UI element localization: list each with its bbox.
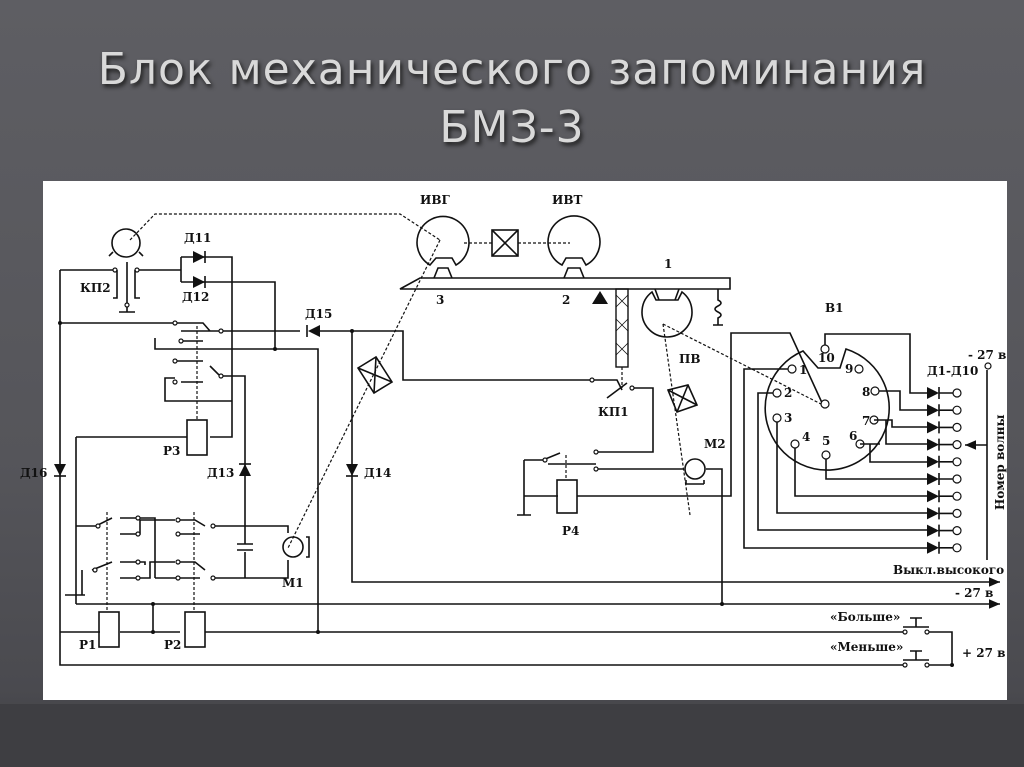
label-minus27: - 27 в bbox=[955, 586, 993, 600]
label-p4: Р4 bbox=[562, 524, 579, 538]
label-b1: В1 bbox=[825, 301, 844, 315]
diode-icon bbox=[927, 541, 939, 554]
label-d13: Д13 bbox=[207, 466, 234, 480]
motor-m2-icon bbox=[684, 458, 706, 485]
label-lever-2: 2 bbox=[562, 293, 570, 307]
label-less: «Меньше» bbox=[830, 640, 903, 654]
label-plus27: + 27 в bbox=[962, 646, 1005, 660]
button-less[interactable] bbox=[902, 650, 930, 668]
label-minus27-top: - 27 в bbox=[968, 348, 1006, 362]
label-m2: М2 bbox=[704, 437, 726, 451]
coupling-icon bbox=[491, 229, 519, 257]
label-m1: М1 bbox=[282, 576, 304, 590]
switch-position-label: 10 bbox=[818, 351, 835, 365]
label-high-off: Выкл.высокого bbox=[893, 563, 1004, 577]
button-more[interactable] bbox=[902, 617, 930, 635]
label-d16: Д16 bbox=[20, 466, 47, 480]
relay-p3 bbox=[186, 419, 208, 456]
diode-d15 bbox=[308, 325, 320, 337]
switch-position-label: 1 bbox=[799, 363, 807, 377]
label-ivg: ИВГ bbox=[420, 193, 450, 207]
diode-array-d1-d10 bbox=[927, 387, 962, 554]
diode-icon bbox=[927, 404, 939, 417]
label-wave-number: Номер волны bbox=[993, 414, 1007, 510]
ivt-cam bbox=[547, 215, 601, 279]
diagram-panel bbox=[43, 181, 1007, 700]
switch-position-label: 9 bbox=[845, 362, 853, 376]
wave-terminal[interactable] bbox=[952, 474, 962, 484]
diode-icon bbox=[927, 507, 939, 520]
relay-p1 bbox=[98, 611, 120, 648]
label-lever-3: 3 bbox=[436, 293, 444, 307]
slide-title: Блок механического запоминания bbox=[97, 44, 927, 95]
label-lever-1: 1 bbox=[664, 257, 672, 271]
pivot-icon bbox=[592, 291, 608, 304]
diode-icon bbox=[927, 473, 939, 485]
lever-bar bbox=[399, 277, 731, 290]
label-d12: Д12 bbox=[182, 290, 209, 304]
label-kp1: КП1 bbox=[598, 405, 629, 419]
wave-terminal[interactable] bbox=[952, 457, 962, 467]
switch-position-label: 7 bbox=[862, 414, 870, 428]
diode-d16 bbox=[54, 464, 66, 476]
label-d15: Д15 bbox=[305, 307, 332, 321]
label-d11: Д11 bbox=[184, 231, 211, 245]
diode-icon bbox=[927, 490, 939, 503]
label-more: «Больше» bbox=[830, 610, 900, 624]
label-d14: Д14 bbox=[364, 466, 391, 480]
coupling-icon bbox=[666, 384, 699, 414]
label-p3: Р3 bbox=[163, 444, 180, 458]
switch-position-label: 4 bbox=[802, 430, 810, 444]
label-kp2: КП2 bbox=[80, 281, 111, 295]
selector-switch-b1[interactable] bbox=[764, 344, 891, 471]
wave-terminal[interactable] bbox=[952, 405, 962, 415]
ivg-cam bbox=[416, 215, 470, 279]
wave-terminal[interactable] bbox=[952, 508, 962, 519]
switch-position-label: 2 bbox=[784, 386, 792, 400]
wave-terminal[interactable] bbox=[952, 422, 962, 432]
wave-terminal[interactable] bbox=[952, 543, 962, 553]
diode-d13 bbox=[239, 464, 251, 476]
switch-position-label: 5 bbox=[822, 434, 830, 448]
diode-d11-d12 bbox=[193, 251, 205, 288]
label-p1: Р1 bbox=[79, 638, 96, 652]
capacitor bbox=[237, 543, 253, 551]
kp2-motor bbox=[108, 228, 144, 313]
switch-position-label: 3 bbox=[784, 411, 792, 425]
diode-icon bbox=[927, 387, 939, 399]
diode-icon bbox=[927, 421, 939, 434]
diode-icon bbox=[927, 524, 939, 537]
relay-p2 bbox=[184, 611, 206, 648]
motor-m1-icon bbox=[282, 536, 310, 558]
switch-position-label: 8 bbox=[862, 385, 870, 399]
label-d1-d10: Д1-Д10 bbox=[927, 364, 978, 378]
label-pv: ПВ bbox=[679, 352, 700, 366]
label-ivt: ИВТ bbox=[552, 193, 582, 207]
coupling-icon bbox=[356, 355, 394, 395]
label-p2: Р2 bbox=[164, 638, 181, 652]
diode-d14 bbox=[346, 464, 358, 476]
wave-terminal[interactable] bbox=[952, 388, 962, 398]
switch-position-label: 6 bbox=[849, 429, 857, 443]
wave-terminal[interactable] bbox=[952, 491, 962, 501]
diode-icon bbox=[927, 438, 939, 451]
slide-footer-band bbox=[0, 704, 1024, 767]
pv-cam bbox=[641, 288, 693, 338]
wave-terminal[interactable] bbox=[952, 440, 962, 450]
wave-terminal[interactable] bbox=[952, 525, 962, 536]
slide-subtitle: БМЗ-3 bbox=[439, 102, 585, 153]
spring-icon bbox=[713, 289, 723, 326]
diode-icon bbox=[927, 455, 939, 468]
relay-p4 bbox=[556, 479, 578, 514]
